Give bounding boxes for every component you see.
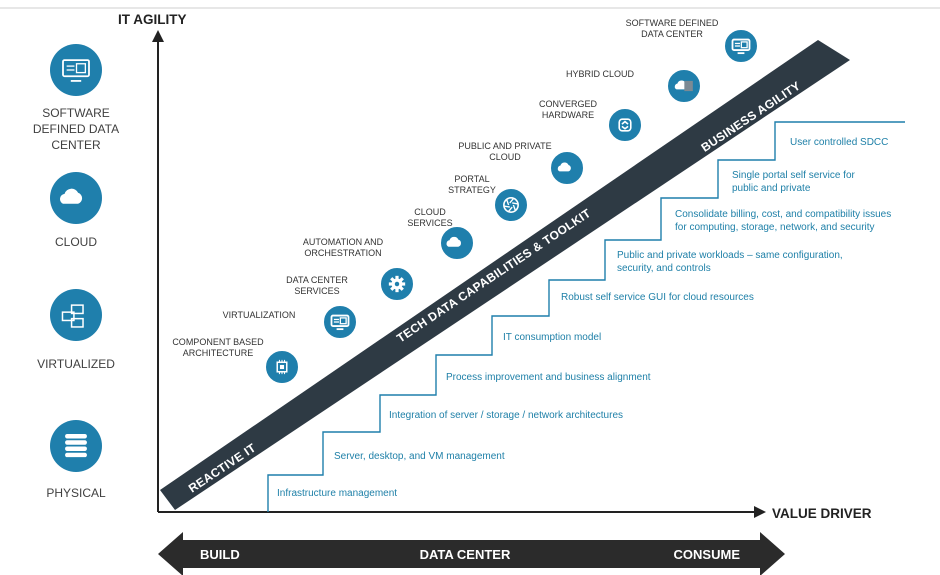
data-center-icon (731, 38, 751, 55)
capability-label-line-1: DATA CENTER (286, 275, 348, 285)
capability-circle (493, 187, 529, 223)
y-axis-arrowhead (152, 30, 164, 42)
staircase-line (267, 121, 905, 512)
step-5: IT consumption model (503, 332, 601, 343)
step-9: Single portal self service for public and… (732, 170, 856, 194)
bottom-double-arrow (158, 532, 785, 575)
step-label-line-2: for computing, storage, network, and sec… (675, 222, 875, 233)
capability-circle (607, 107, 643, 143)
virtual-screens-icon (330, 314, 350, 331)
step-10: User controlled SDCC (790, 137, 888, 148)
capability-2: VIRTUALIZATION (223, 304, 358, 340)
capability-label-line-2: SERVICES (294, 286, 339, 296)
left-item-label-line-3: CENTER (51, 138, 101, 152)
cloud-split-icon (557, 162, 571, 172)
step-label-line-1: Server, desktop, and VM management (334, 451, 505, 462)
arrow-left-label: BUILD (200, 547, 240, 562)
capability-9: HYBRID CLOUD (566, 28, 759, 79)
capability-label-line-2: ARCHITECTURE (183, 348, 254, 358)
agility-band-shape (160, 40, 850, 510)
step-8: Consolidate billing, cost, and compatibi… (675, 209, 891, 233)
x-axis-arrowhead (754, 506, 766, 518)
left-item-circle (50, 420, 102, 472)
step-label-line-1: Single portal self service for (732, 170, 856, 181)
capability-label-line-2: DATA CENTER (641, 29, 703, 39)
capability-label-line-1: SOFTWARE DEFINED (626, 18, 719, 28)
step-label-line-1: Infrastructure management (277, 488, 397, 499)
staircase: Infrastructure management Server, desktop… (267, 121, 905, 512)
left-column: SOFTWARE DEFINED DATA CENTER CLOUD VIRTUALIZ… (33, 44, 119, 500)
capability-label-line-2: SERVICES (407, 218, 452, 228)
left-item-circle (50, 289, 102, 341)
step-6: Robust self service GUI for cloud resour… (561, 292, 754, 303)
capability-label-line-1: CLOUD (414, 207, 446, 217)
step-3: Integration of server / storage / networ… (389, 410, 623, 421)
step-1: Infrastructure management (277, 488, 397, 499)
capability-label-line-1: COMPONENT BASED (172, 337, 264, 347)
server-stack-icon (65, 434, 87, 458)
chip-icon (276, 359, 288, 375)
arrow-center-label: DATA CENTER (420, 547, 511, 562)
left-item-label-line-2: DEFINED DATA (33, 122, 119, 136)
x-axis-label: VALUE DRIVER (772, 506, 872, 521)
step-4: Process improvement and business alignme… (446, 372, 651, 383)
step-7: Public and private workloads – same conf… (617, 250, 843, 274)
step-label-line-1: Public and private workloads – same conf… (617, 250, 843, 261)
step-label-line-1: IT consumption model (503, 332, 601, 343)
left-item-4: PHYSICAL (46, 420, 106, 500)
data-center-icon (62, 59, 90, 82)
gear-icon (388, 275, 406, 293)
left-item-label-line-1: CLOUD (55, 235, 97, 249)
converge-arrows-icon (618, 118, 632, 132)
capability-label-line-1: AUTOMATION AND (303, 237, 384, 247)
step-label-line-2: public and private (732, 183, 811, 194)
left-item-1: SOFTWARE DEFINED DATA CENTER (33, 44, 119, 152)
capability-label-line-1: CONVERGED (539, 99, 598, 109)
step-label-line-1: Integration of server / storage / networ… (389, 410, 623, 421)
capability-label-line-1: VIRTUALIZATION (223, 310, 296, 320)
axes: IT AGILITY VALUE DRIVER (118, 12, 872, 521)
left-item-label-line-1: VIRTUALIZED (37, 357, 115, 371)
left-item-label-line-1: SOFTWARE (42, 106, 110, 120)
capability-label-line-2: CLOUD (489, 152, 521, 162)
step-label-line-1: Consolidate billing, cost, and compatibi… (675, 209, 891, 220)
capability-label-line-1: PORTAL (454, 174, 489, 184)
capability-label-line-1: PUBLIC AND PRIVATE (458, 141, 551, 151)
left-item-label-line-1: PHYSICAL (46, 486, 106, 500)
arrow-right-label: CONSUME (674, 547, 741, 562)
cloud-icon (446, 236, 461, 247)
step-label-line-1: Robust self service GUI for cloud resour… (561, 292, 754, 303)
hybrid-cloud-icon (674, 80, 693, 92)
step-label-line-1: Process improvement and business alignme… (446, 372, 651, 383)
left-item-2: CLOUD (50, 172, 102, 249)
aperture-icon (503, 197, 519, 213)
capability-label-line-2: HARDWARE (542, 110, 594, 120)
bottom-arrow: BUILD DATA CENTER CONSUME (158, 532, 785, 575)
step-2: Server, desktop, and VM management (334, 451, 505, 462)
virtualized-monitors-icon (61, 304, 84, 328)
y-axis-label: IT AGILITY (118, 12, 187, 27)
agility-band: REACTIVE IT TECH DATA CAPABILITIES & TOO… (160, 40, 850, 510)
capability-label-line-2: ORCHESTRATION (304, 248, 381, 258)
left-item-3: VIRTUALIZED (37, 289, 115, 371)
cloud-icon (59, 188, 83, 204)
step-label-line-2: security, and controls (617, 263, 711, 274)
capability-label-line-2: STRATEGY (448, 185, 496, 195)
step-label-line-1: User controlled SDCC (790, 137, 888, 148)
capability-label-line-1: HYBRID CLOUD (566, 69, 635, 79)
